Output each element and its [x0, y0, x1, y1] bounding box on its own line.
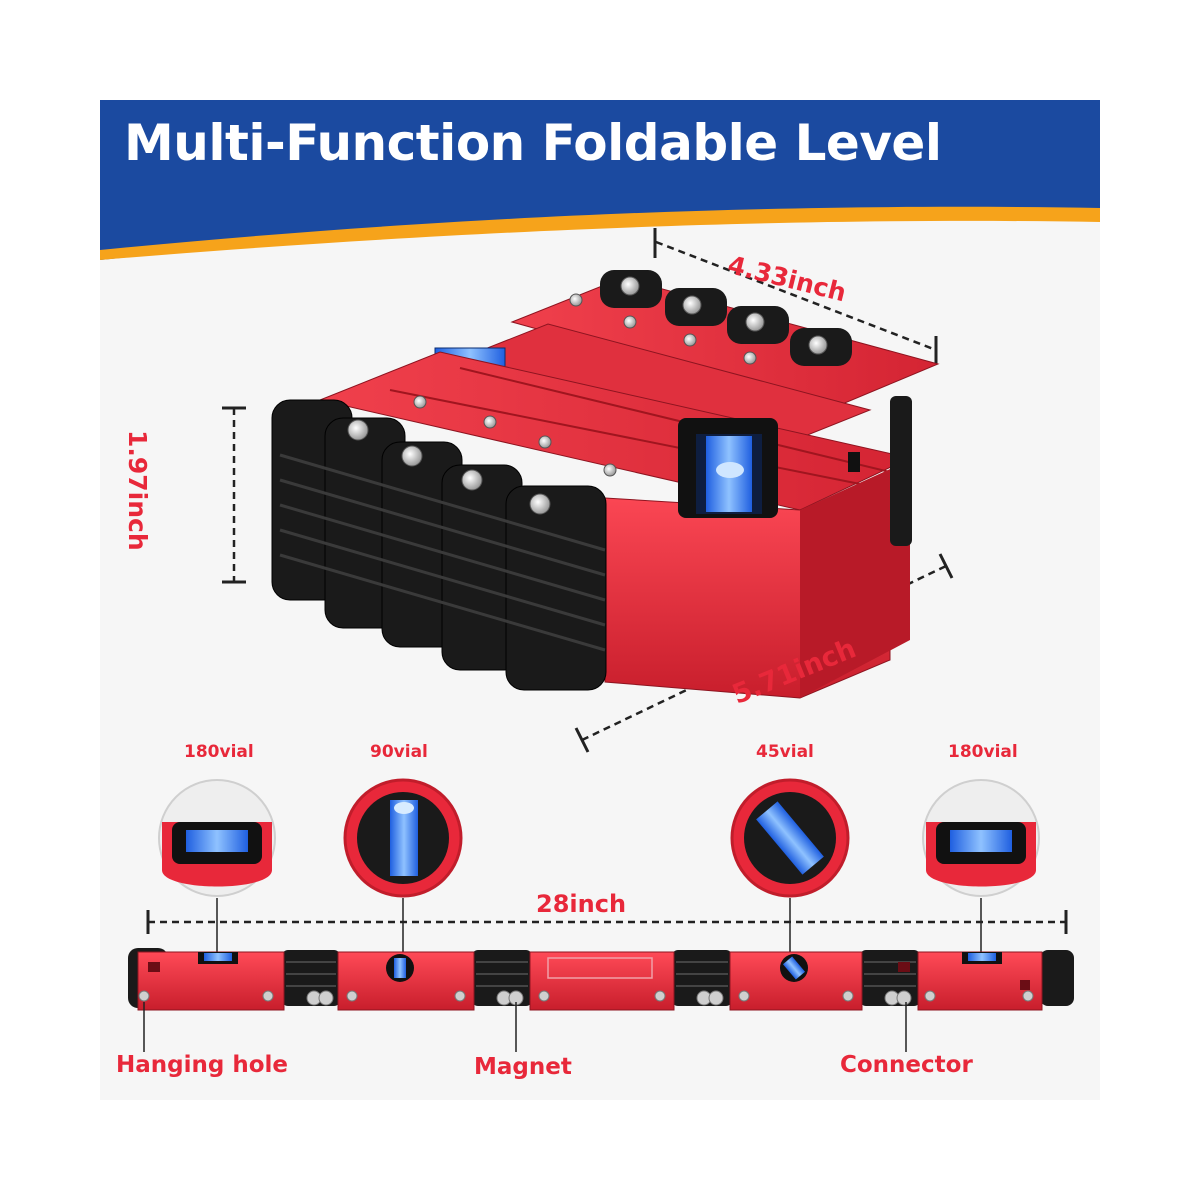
dimension-line-extended [146, 910, 1068, 934]
dimension-extended-label: 28inch [536, 890, 627, 918]
vial-label-180-right: 180vial [948, 742, 1018, 762]
extended-level [128, 948, 1074, 1011]
magnet-label: Magnet [474, 1054, 572, 1080]
hanging-hole-label: Hanging hole [116, 1052, 288, 1078]
vial-label-45: 45vial [756, 742, 814, 762]
vial-callout-180-left [158, 779, 276, 952]
vial-callout-180-right [922, 779, 1040, 952]
product-image: Multi-Function Foldable Level [100, 100, 1100, 1100]
dimension-line-width [653, 228, 938, 364]
vial-label-180-left: 180vial [184, 742, 254, 762]
folded-level [271, 270, 940, 699]
vial-callout-45 [730, 778, 850, 962]
connector-label: Connector [840, 1052, 973, 1078]
page-title: Multi-Function Foldable Level [124, 114, 942, 172]
vial-callout-90 [343, 778, 463, 962]
dimension-height-label: 1.97inch [123, 430, 152, 551]
product-illustration [128, 228, 1074, 1052]
vial-label-90: 90vial [370, 742, 428, 762]
part-pointers [143, 1002, 907, 1052]
dimension-line-height [222, 406, 246, 584]
title-banner [100, 100, 1100, 260]
